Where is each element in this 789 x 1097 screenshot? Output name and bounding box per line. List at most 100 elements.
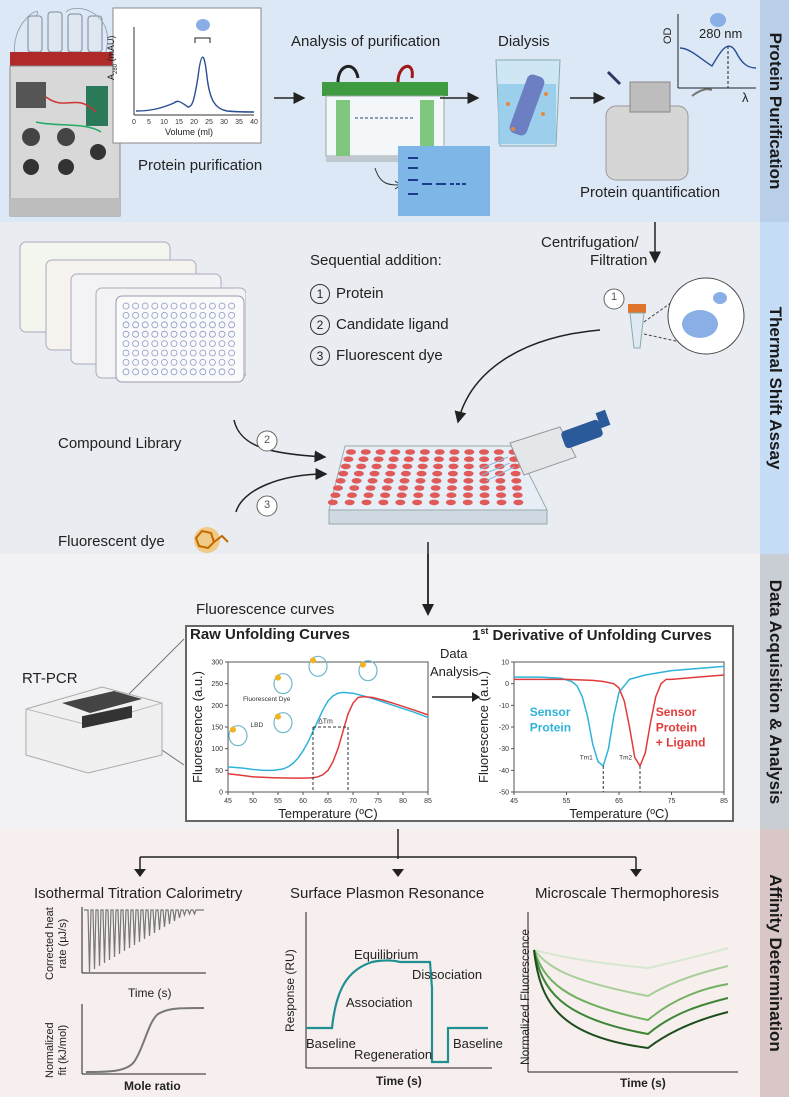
library-well	[141, 340, 149, 347]
fluorescent-dye-molecule	[194, 527, 229, 553]
assay-well	[356, 463, 367, 470]
library-well	[160, 359, 168, 366]
library-well	[160, 340, 168, 347]
section-label-daq: Data Acquisition & Analysis	[760, 554, 789, 829]
ligand-label-1: Sensor	[656, 705, 697, 719]
xtick-label: 55	[563, 798, 571, 805]
library-well	[228, 302, 236, 310]
chromatogram-xlabel: Volume (ml)	[165, 127, 214, 137]
library-well	[141, 321, 149, 329]
library-well	[189, 312, 197, 319]
spr-xlabel: Time (s)	[376, 1074, 422, 1088]
assay-well	[496, 499, 507, 506]
deriv-chart-title: 1st Derivative of Unfolding Curves	[472, 626, 712, 644]
step-3-number: 3	[310, 346, 330, 366]
library-well	[218, 368, 226, 376]
chromatogram-xtick: 25	[205, 119, 213, 126]
assay-well	[510, 470, 521, 477]
assay-well	[343, 456, 354, 462]
series-line-2	[514, 674, 725, 768]
dye-molecule-icon	[230, 726, 236, 733]
section-label-purification: Protein Purification	[760, 0, 789, 222]
assay-well	[330, 492, 341, 498]
library-well	[199, 302, 207, 310]
tm1-label: Tm1	[580, 755, 593, 762]
library-well	[180, 340, 188, 347]
xtick-label: 60	[299, 798, 307, 805]
library-well	[170, 359, 178, 366]
library-well	[170, 321, 178, 329]
assay-well	[349, 485, 360, 491]
dye-molecule-icon	[275, 674, 281, 681]
library-well	[160, 330, 168, 338]
assay-well	[448, 456, 459, 462]
tube-body	[629, 312, 645, 349]
protein-purification-label: Protein purification	[138, 157, 263, 174]
library-well	[170, 349, 178, 357]
delta-tm-label: ΔTm	[318, 719, 333, 726]
dye-molecule-icon	[275, 713, 281, 720]
library-well	[218, 330, 226, 338]
library-well	[132, 302, 139, 310]
x-axis-label: Temperature (ºC)	[278, 806, 377, 821]
xtick-label: 75	[374, 798, 382, 805]
itc-title: Isothermal Titration Calorimetry	[34, 885, 243, 902]
assay-well	[433, 463, 444, 470]
itc-top-xlabel: Time (s)	[128, 986, 172, 1000]
ytick-label: 200	[211, 703, 223, 710]
library-well	[132, 349, 139, 357]
chromatogram-xtick: 30	[220, 119, 228, 126]
library-well	[228, 321, 236, 329]
assay-well	[447, 478, 458, 484]
ytick-label: -30	[499, 746, 509, 753]
assay-well	[447, 470, 458, 477]
assay-well	[464, 449, 475, 455]
fluorescence-curves-label: Fluorescence curves	[196, 601, 335, 618]
daq-arrow	[422, 554, 434, 616]
assay-well	[463, 470, 474, 477]
assay-well	[399, 478, 410, 484]
protein-structure-icon	[273, 673, 293, 695]
spr-label-regeneration: Regeneration	[354, 1047, 433, 1062]
y-axis-label: Fluorescence (a.u.)	[476, 671, 491, 783]
library-well	[180, 368, 188, 376]
library-well	[122, 359, 130, 366]
assay-well	[494, 463, 505, 470]
xtick-label: 65	[615, 798, 623, 805]
chromatogram-xtick: 35	[235, 119, 243, 126]
library-well	[180, 359, 188, 366]
mst-ylabel: Normalized Fluorescence	[518, 928, 532, 1065]
library-well	[208, 340, 216, 347]
library-well	[132, 368, 139, 376]
assay-well	[416, 470, 427, 477]
library-well	[151, 312, 159, 319]
library-well	[180, 321, 188, 329]
library-well	[199, 349, 207, 357]
assay-well	[479, 478, 490, 484]
affinity-band	[0, 829, 760, 1097]
assay-well	[511, 478, 522, 484]
assay-well	[371, 463, 382, 470]
library-well	[132, 330, 139, 338]
library-well	[218, 312, 226, 319]
spr-label-equilibrium: Equilibrium	[354, 947, 419, 962]
library-well	[170, 340, 178, 347]
dye-molecule-icon	[360, 661, 366, 668]
dialysis-beaker-illustration	[495, 59, 561, 147]
chromatogram-xtick: 40	[250, 119, 258, 126]
assay-well	[429, 499, 440, 506]
library-well	[170, 330, 178, 338]
xtick-label: 85	[424, 798, 432, 805]
library-well	[122, 302, 130, 310]
arrow-number-circle-1	[603, 288, 625, 310]
assay-well	[385, 470, 396, 477]
data-analysis-arrow	[432, 692, 480, 702]
analysis-label: Analysis of purification	[291, 33, 441, 50]
assay-well	[432, 470, 443, 477]
assay-well	[513, 499, 524, 506]
library-well	[189, 359, 197, 366]
